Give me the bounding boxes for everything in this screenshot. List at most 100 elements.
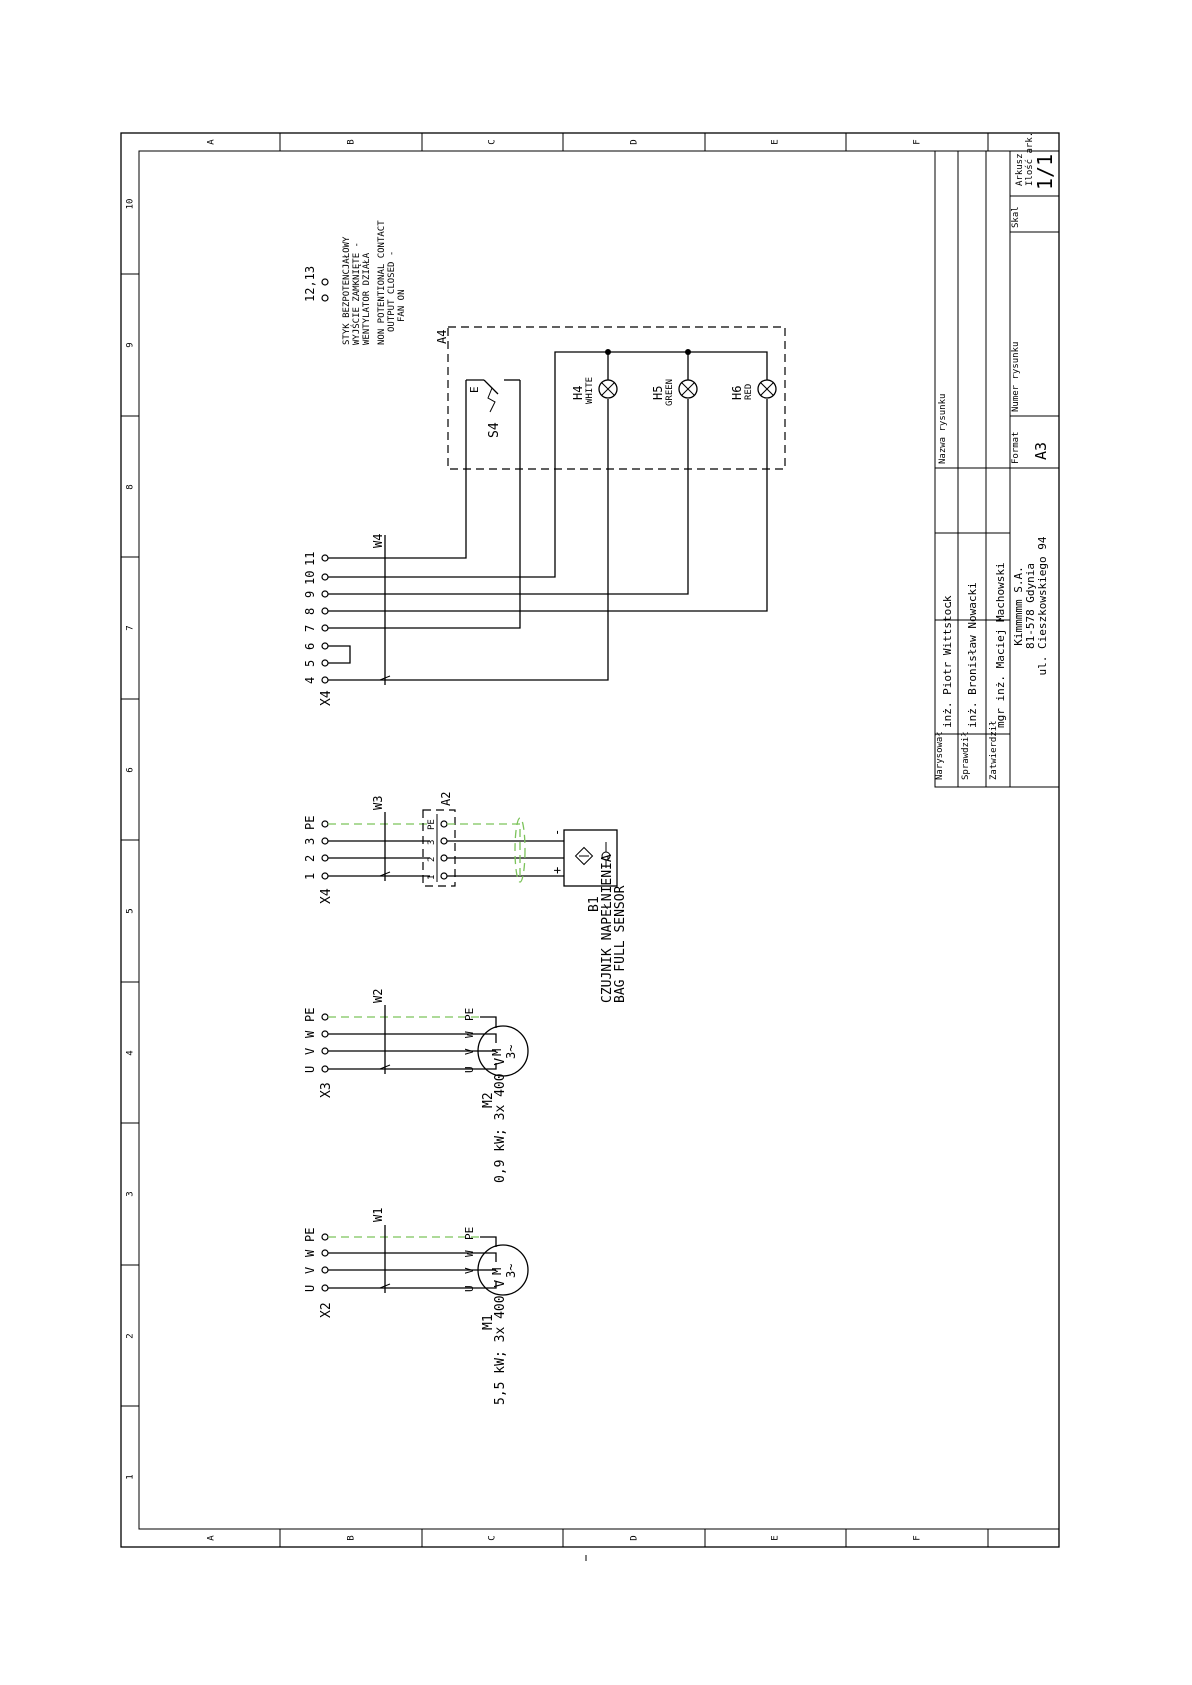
- junction-dot: [605, 349, 611, 355]
- col-label: C: [488, 1535, 498, 1540]
- cable-label: W1: [371, 1208, 385, 1222]
- connector-pin: [440, 854, 448, 862]
- terminal: [321, 1030, 329, 1038]
- terminal-label: 2: [303, 855, 317, 862]
- terminal-label: PE: [303, 816, 317, 830]
- terminal: [321, 820, 329, 828]
- motor-terminal-label: U: [463, 1285, 476, 1292]
- terminal: [321, 837, 329, 845]
- col-label: F: [913, 139, 923, 144]
- drawn-label: Narysował: [935, 731, 945, 780]
- terminal: [321, 590, 329, 598]
- sheet-value: 1/1: [1033, 154, 1057, 190]
- terminal: [321, 278, 329, 286]
- contact-line: FAN ON: [397, 289, 407, 322]
- terminal-label: W: [303, 1249, 317, 1257]
- col-label: D: [630, 139, 640, 144]
- row-label: 9: [126, 342, 136, 347]
- terminal-label: V: [303, 1267, 317, 1274]
- connector-a2-box: [422, 809, 456, 887]
- lamp-color: WHITE: [585, 377, 595, 404]
- sensor-name-pl: CZUJNIK NAPEŁNIENIA: [600, 854, 615, 1003]
- col-label: B: [347, 1535, 357, 1540]
- terminal-label: 5: [303, 660, 317, 667]
- terminal-label: 1: [303, 873, 317, 880]
- row-label: 6: [126, 767, 136, 772]
- company-name: Kimmmmm S.A.: [1012, 566, 1025, 645]
- terminal: [321, 1284, 329, 1292]
- connector-pin-label: PE: [427, 819, 437, 830]
- motor-terminal-label: V: [463, 1267, 476, 1274]
- terminal: [321, 554, 329, 562]
- terminal-label: U: [303, 1285, 317, 1292]
- connector-pin: [440, 820, 448, 828]
- title-block: Arkusz Ilość ark. 1/1 Skal Numer rysunku…: [934, 132, 1060, 788]
- cable-shield: [514, 817, 526, 883]
- row-label: 5: [126, 908, 136, 913]
- terminal: [321, 659, 329, 667]
- lamp-h5: H5 GREEN: [651, 379, 698, 406]
- lamp-h6-symbol: [757, 379, 777, 399]
- potential-free-contact: 12,13 STYK BEZPOTENCJAŁOWY WYJŚCIE ZAMKN…: [303, 220, 407, 345]
- cable-label: W3: [371, 796, 385, 810]
- column-labels-top: A B C D E F: [207, 139, 923, 145]
- motor-symbol-top: M: [490, 1049, 504, 1056]
- motor-terminal-label: U: [463, 1066, 476, 1073]
- row-label: 1: [126, 1474, 136, 1479]
- col-label: C: [488, 139, 498, 144]
- lamp-color: GREEN: [665, 379, 675, 406]
- motor-symbol-bottom: 3~: [504, 1264, 518, 1278]
- terminal-label: V: [303, 1048, 317, 1055]
- motor-rating: 5,5 kW; 3x 400 V: [493, 1280, 508, 1405]
- row-label: 7: [126, 625, 136, 630]
- sheets-label: Ilość ark.: [1024, 132, 1035, 186]
- approved-value: mgr inż. Maciej Machowski: [994, 562, 1007, 728]
- cable-label: W4: [371, 534, 385, 548]
- terminal-label: U: [303, 1066, 317, 1073]
- lamp-h6: H6 RED: [730, 379, 777, 400]
- switch-s4: E S4: [466, 379, 520, 438]
- connector-pin: [440, 872, 448, 880]
- sensor-icon: [574, 846, 594, 866]
- lamp-tag: H6: [730, 386, 744, 400]
- terminal: [321, 642, 329, 650]
- lamp-h4-symbol: [598, 379, 618, 399]
- terminal-label: W: [303, 1030, 317, 1038]
- col-label: B: [347, 139, 357, 144]
- terminal-strip-label: X3: [319, 1082, 334, 1098]
- motor-symbol-bottom: 3~: [504, 1045, 518, 1059]
- terminal-strip-label: X4: [319, 690, 334, 706]
- panel-box-label: A4: [435, 330, 449, 344]
- terminal-strip-label: X4: [319, 888, 334, 904]
- terminal: [321, 1065, 329, 1073]
- connector-pin-label: 3: [427, 840, 437, 845]
- terminal-strip-label: X2: [319, 1302, 334, 1318]
- connector-label: A2: [439, 792, 453, 806]
- drawn-value: inż. Piotr Wittstock: [941, 595, 954, 728]
- motor-terminal-label: PE: [463, 1008, 476, 1021]
- terminal: [321, 1266, 329, 1274]
- terminal: [321, 607, 329, 615]
- row-label: 2: [126, 1333, 136, 1338]
- checked-value: inż. Bronisław Nowacki: [966, 582, 979, 728]
- sensor-minus: -: [550, 829, 564, 836]
- cable-label: W2: [371, 989, 385, 1003]
- switch-e-label: E: [468, 386, 481, 393]
- motor-symbol-top: M: [490, 1268, 504, 1275]
- motor-m2-symbol: [477, 1025, 529, 1077]
- inner-border: [138, 150, 1060, 1530]
- terminal-label: 3: [303, 838, 317, 845]
- terminal-label: PE: [303, 1008, 317, 1022]
- panel-a4-circuit: W4 4 5 6 7 8 9 10 11 X4 A4 E S4 H4 WHITE: [303, 326, 786, 706]
- row-labels: 1 2 3 4 5 6 7 8 9 10: [126, 199, 136, 1480]
- terminal: [321, 573, 329, 581]
- connector-pin-label: 2: [427, 857, 437, 862]
- sensor-plus: +: [550, 867, 564, 874]
- terminal-label: 7: [303, 625, 317, 632]
- col-label: A: [207, 1535, 217, 1541]
- connector-pin: [440, 837, 448, 845]
- column-labels-bottom: A B C D E F: [207, 1535, 923, 1541]
- motor-terminal-label: W: [463, 1250, 476, 1257]
- col-label: A: [207, 139, 217, 145]
- col-label: E: [771, 1535, 781, 1540]
